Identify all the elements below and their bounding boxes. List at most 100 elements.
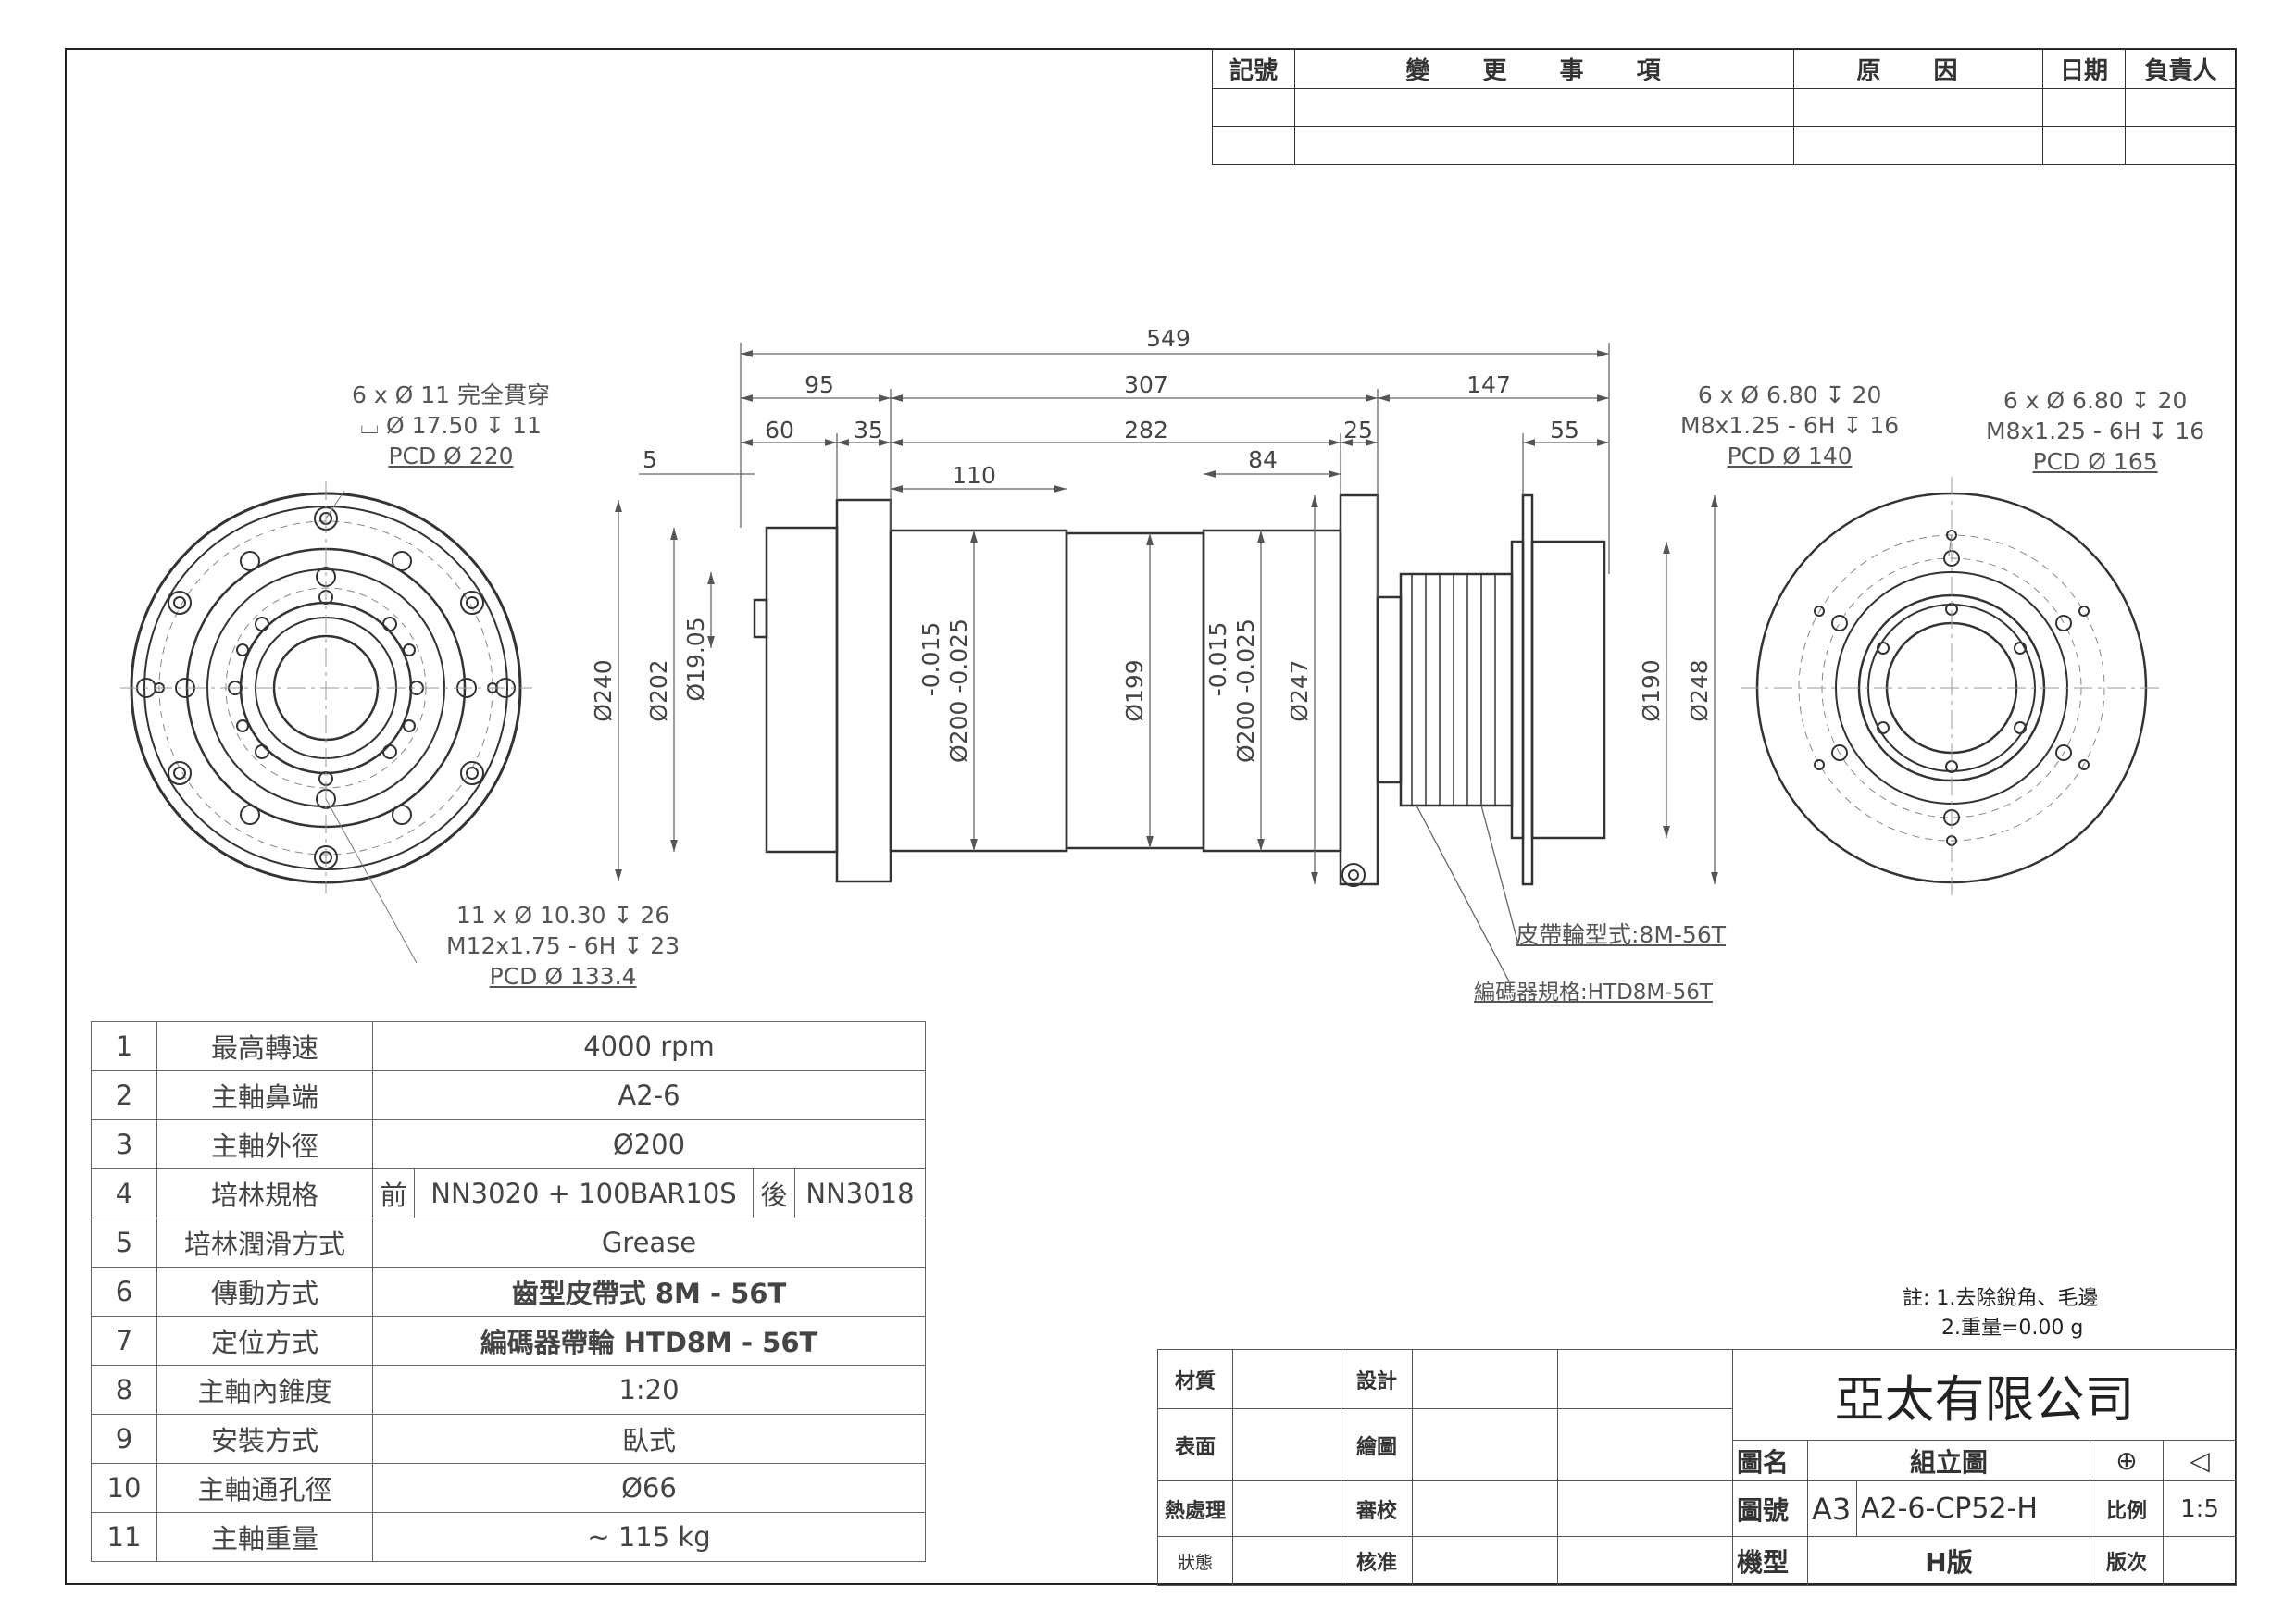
spec-no: 8	[91, 1365, 157, 1415]
spec-item: 主軸重量	[156, 1512, 373, 1562]
dim-tol-d: Ø200 -0.025	[1232, 618, 1259, 763]
table-row: 8 主軸內錐度 1:20	[91, 1365, 926, 1415]
projection-symbol-icon: ⊕	[2090, 1440, 2164, 1481]
spec-value: 齒型皮帶式 8M - 56T	[372, 1267, 926, 1317]
dim-55: 55	[1550, 417, 1579, 443]
rev-header-owner: 負責人	[2125, 48, 2237, 89]
tb-scale-label: 比例	[2090, 1480, 2164, 1537]
tb-design: 設計	[1341, 1349, 1413, 1409]
dim-tol-b: Ø200 -0.025	[945, 618, 972, 763]
spec-no: 9	[91, 1414, 157, 1464]
spec-no: 2	[91, 1070, 157, 1120]
drawing-frame	[65, 48, 2237, 1585]
spec-rear-label: 後	[753, 1168, 795, 1218]
annotation-line: PCD Ø 133.4	[489, 963, 637, 990]
rear-view-right	[1741, 477, 2162, 898]
spec-value: A2-6	[372, 1070, 926, 1120]
pulley-label: 皮帶輪型式:8M-56T	[1516, 921, 1727, 948]
spec-value: Grease	[372, 1218, 926, 1268]
spec-value: Ø66	[372, 1463, 926, 1513]
spec-no: 5	[91, 1218, 157, 1268]
note-line: 2.重量=0.00 g	[1941, 1317, 2084, 1340]
spec-no: 3	[91, 1119, 157, 1169]
tb-name-value: 組立圖	[1807, 1440, 2090, 1481]
rev-header-change: 變 更 事 項	[1294, 48, 1794, 89]
rev-row	[1212, 126, 2237, 165]
dim-35: 35	[854, 417, 883, 443]
table-row: 7 定位方式 編碼器帶輪 HTD8M - 56T	[91, 1316, 926, 1366]
spec-item: 定位方式	[156, 1316, 373, 1366]
tb-surface: 表面	[1157, 1408, 1233, 1481]
dim-307: 307	[1124, 371, 1168, 398]
dim-overall: 549	[1146, 325, 1191, 352]
rev-header-reason: 原 因	[1793, 48, 2043, 89]
spec-item: 主軸外徑	[156, 1119, 373, 1169]
annotation-line: 11 x Ø 10.30 ↧ 26	[455, 902, 670, 929]
annotation-left-top: 6 x Ø 11 完全貫穿 ⌴ Ø 17.50 ↧ 11 PCD Ø 220	[352, 380, 550, 471]
tb-material: 材質	[1157, 1349, 1233, 1409]
annotation-line: 6 x Ø 6.80 ↧ 20	[2003, 387, 2188, 414]
annotation-line: ⌴ Ø 17.50 ↧ 11	[360, 412, 542, 439]
spec-item: 安裝方式	[156, 1414, 373, 1464]
annotation-line: PCD Ø 165	[2032, 448, 2158, 475]
tb-state: 狀態	[1157, 1536, 1233, 1586]
tb-approve: 核准	[1341, 1536, 1413, 1586]
annotation-right-b: 6 x Ø 6.80 ↧ 20 M8x1.25 - 6H ↧ 16 PCD Ø …	[1986, 385, 2204, 477]
tb-model-label: 機型	[1732, 1536, 1808, 1586]
dim-d190: Ø190	[1638, 659, 1665, 721]
dim-282: 282	[1124, 417, 1168, 443]
spec-item: 主軸通孔徑	[156, 1463, 373, 1513]
rev-header-date: 日期	[2042, 48, 2126, 89]
cone-symbol-icon: ◁	[2163, 1440, 2237, 1481]
tb-version-label: 版次	[2090, 1536, 2164, 1586]
annotation-left-bottom: 11 x Ø 10.30 ↧ 26 M12x1.75 - 6H ↧ 23 PCD…	[446, 900, 680, 992]
table-row: 4 培林規格 前 NN3020 + 100BAR10S 後 NN3018	[91, 1168, 926, 1218]
table-row: 10 主軸通孔徑 Ø66	[91, 1463, 926, 1513]
tb-no-label: 圖號	[1732, 1480, 1808, 1537]
dim-110: 110	[952, 462, 996, 489]
spec-rear: NN3018	[794, 1168, 926, 1218]
tb-scale-value: 1:5	[2163, 1480, 2237, 1537]
dim-d199: Ø199	[1121, 659, 1148, 721]
side-view	[753, 493, 1606, 887]
spec-item: 主軸內錐度	[156, 1365, 373, 1415]
table-row: 2 主軸鼻端 A2-6	[91, 1070, 926, 1120]
spec-value: 1:20	[372, 1365, 926, 1415]
annotation-line: PCD Ø 220	[388, 443, 514, 469]
encoder-label: 編碼器規格:HTD8M-56T	[1474, 981, 1713, 1005]
spec-value: 4000 rpm	[372, 1021, 926, 1071]
front-view-left	[120, 481, 532, 964]
spec-no: 10	[91, 1463, 157, 1513]
spec-item: 主軸鼻端	[156, 1070, 373, 1120]
tb-drawn: 繪圖	[1341, 1408, 1413, 1481]
table-row: 3 主軸外徑 Ø200	[91, 1119, 926, 1169]
dim-95: 95	[805, 371, 834, 398]
spec-no: 6	[91, 1267, 157, 1317]
spec-no: 7	[91, 1316, 157, 1366]
spec-table: 1 最高轉速 4000 rpm 2 主軸鼻端 A2-6 3 主軸外徑 Ø200 …	[91, 1021, 926, 1562]
annotation-line: 6 x Ø 11 完全貫穿	[352, 381, 550, 408]
tb-check: 審校	[1341, 1480, 1413, 1537]
dim-d247: Ø247	[1286, 659, 1313, 721]
tb-no-value: A2-6-CP52-H	[1856, 1480, 2090, 1537]
spec-value: Ø200	[372, 1119, 926, 1169]
tb-size: A3	[1807, 1480, 1857, 1537]
dim-d240: Ø240	[590, 659, 617, 721]
dimension-lines	[615, 343, 1718, 982]
dim-tol-a: -0.015	[917, 622, 944, 697]
dim-5: 5	[643, 446, 657, 473]
note-line: 註: 1.去除銳角、毛邊	[1903, 1287, 2099, 1310]
table-row: 6 傳動方式 齒型皮帶式 8M - 56T	[91, 1267, 926, 1317]
title-block: 材質 設計 亞太有限公司 表面 繪圖 圖名 組立圖 ⊕ ◁ 熱處理 審校 圖號 …	[1157, 1349, 2237, 1586]
spec-item: 培林潤滑方式	[156, 1218, 373, 1268]
annotation-line: M8x1.25 - 6H ↧ 16	[1680, 412, 1900, 439]
annotation-line: M8x1.25 - 6H ↧ 16	[1986, 418, 2205, 444]
spec-value: 編碼器帶輪 HTD8M - 56T	[372, 1316, 926, 1366]
spec-no: 11	[91, 1512, 157, 1562]
company-name: 亞太有限公司	[1732, 1349, 2237, 1441]
dim-84: 84	[1248, 446, 1278, 473]
annotation-line: M12x1.75 - 6H ↧ 23	[446, 932, 680, 959]
dim-25: 25	[1343, 417, 1373, 443]
dim-d248: Ø248	[1686, 659, 1713, 721]
spec-value: ~ 115 kg	[372, 1512, 926, 1562]
